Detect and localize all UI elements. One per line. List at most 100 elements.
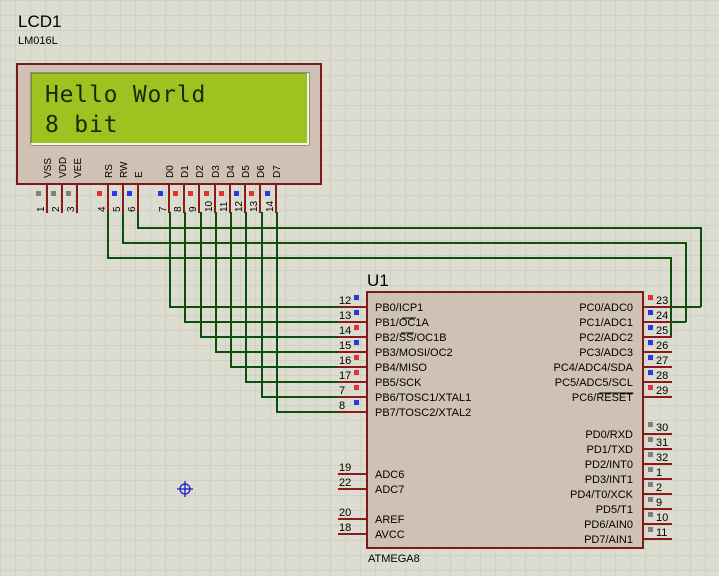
lcd-pin-e[interactable]: E6	[127, 171, 145, 213]
wire-d1-pb1[interactable]	[184, 212, 338, 323]
pin-name: AREF	[375, 514, 405, 526]
pin-state-indicator	[648, 452, 653, 457]
pin-state-indicator	[354, 340, 359, 345]
wire-d2-pb2[interactable]	[200, 212, 338, 338]
lcd-pin-d1[interactable]: D18	[173, 165, 191, 213]
wire-rs-pc2[interactable]	[107, 212, 672, 337]
wire-d7-pb7[interactable]	[276, 212, 338, 413]
pin-number: 12	[234, 200, 245, 212]
pin-number: 8	[173, 206, 184, 212]
pin-number: 23	[656, 295, 668, 307]
lcd-pin-rs[interactable]: RS4	[97, 164, 115, 213]
pin-state-indicator	[249, 191, 254, 196]
pin-state-indicator	[648, 310, 653, 315]
pin-number: 24	[656, 310, 668, 322]
wire-d6-pb6[interactable]	[261, 212, 338, 398]
pin-name: D4	[226, 165, 237, 178]
pin-number: 1	[656, 467, 662, 479]
pin-name: D7	[272, 165, 283, 178]
pin-state-indicator	[354, 355, 359, 360]
pin-number: 9	[188, 206, 199, 212]
pin-name: ADC7	[375, 484, 404, 496]
pin-number: 10	[656, 512, 668, 524]
pin-name: PB5/SCK	[375, 377, 422, 389]
pin-name: PB7/TOSC2/XTAL2	[375, 407, 471, 419]
lcd-pin-rw[interactable]: RW5	[112, 161, 130, 213]
pin-number: 14	[339, 325, 351, 337]
wire-rw-pc1[interactable]	[122, 212, 687, 322]
pin-number: 10	[204, 200, 215, 212]
pin-state-indicator	[648, 340, 653, 345]
pin-name: PB1/OC1A	[375, 317, 429, 329]
pin-name: PC4/ADC4/SDA	[554, 362, 634, 374]
pin-name: VEE	[73, 158, 84, 178]
pin-name: D5	[241, 165, 252, 178]
pin-state-indicator	[354, 370, 359, 375]
pin-number: 6	[127, 206, 138, 212]
pin-number: 13	[339, 310, 351, 322]
pin-number: 2	[656, 482, 662, 494]
pin-name: PC6/RESET	[572, 392, 633, 404]
mcu-pin-pc0-adc0[interactable]: PC0/ADC0 23	[579, 295, 672, 314]
lcd-component[interactable]: LCD1 LM016L Hello World 8 bit VSS1VDD2VE…	[16, 12, 322, 213]
wire-d5-pb5[interactable]	[245, 212, 338, 383]
lcd-pin-d0[interactable]: D07	[158, 165, 176, 213]
pin-name: AVCC	[375, 529, 405, 541]
pin-number: 7	[339, 385, 345, 397]
pin-name: PC0/ADC0	[579, 302, 633, 314]
wire-d4-pb4[interactable]	[230, 212, 338, 368]
wire-e-pc0[interactable]	[137, 212, 702, 307]
pin-number: 18	[339, 522, 351, 534]
pin-number: 22	[339, 477, 351, 489]
pin-number: 12	[339, 295, 351, 307]
mcu-component[interactable]: U1 ATMEGA8 12PB0/ICP113PB1/OC1A14PB2/SS/…	[338, 271, 672, 565]
pin-state-indicator	[648, 385, 653, 390]
lcd-pin-d5[interactable]: D5 12	[234, 165, 252, 213]
pin-number: 11	[656, 527, 667, 539]
pin-number: 15	[339, 340, 351, 352]
pin-name: D0	[165, 165, 176, 178]
pin-state-indicator	[648, 325, 653, 330]
mcu-pin-pd5-t1[interactable]: PD5/T19	[596, 497, 672, 516]
mcu-reference: U1	[367, 271, 389, 290]
pin-state-indicator	[188, 191, 193, 196]
pin-state-indicator	[173, 191, 178, 196]
origin-marker-icon	[177, 481, 193, 497]
pin-name: PB3/MOSI/OC2	[375, 347, 453, 359]
lcd-pin-d2[interactable]: D29	[188, 165, 206, 213]
